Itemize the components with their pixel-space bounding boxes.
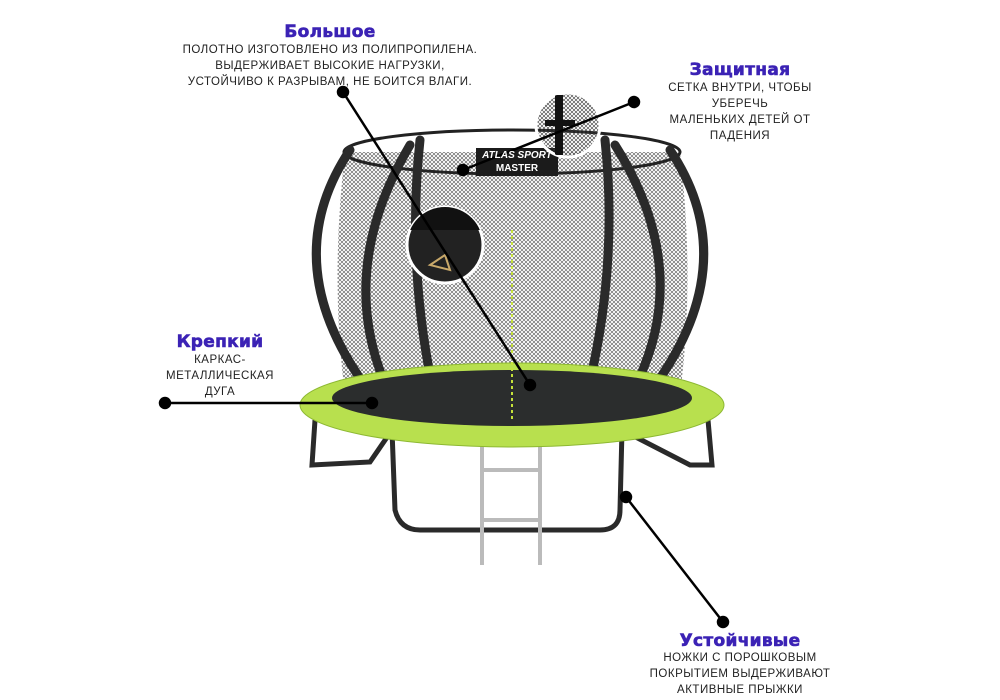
callout-title: Крепкий xyxy=(176,332,264,353)
callout-line: МЕТАЛЛИЧЕСКАЯ xyxy=(166,370,274,382)
brand-model: MASTER xyxy=(495,163,539,174)
callout-line: ПОКРЫТИЕМ ВЫДЕРЖИВАЮТ xyxy=(649,668,831,680)
callout-net: Защитная СЕТКА ВНУТРИ, ЧТОБЫ УБЕРЕЧЬ МАЛ… xyxy=(640,60,840,144)
callout-title: Устойчивые xyxy=(679,631,801,651)
callout-line: МАЛЕНЬКИХ ДЕТЕЙ ОТ ПАДЕНИЯ xyxy=(669,114,811,142)
callout-line: КАРКАС- xyxy=(194,354,246,366)
callout-line: ПОЛОТНО ИЗГОТОВЛЕНО ИЗ ПОЛИПРОПИЛЕНА. xyxy=(182,44,478,56)
callout-title: Защитная xyxy=(689,60,791,81)
callout-line: ВЫДЕРЖИВАЕТ ВЫСОКИЕ НАГРУЗКИ, xyxy=(215,60,445,72)
callout-frame: Крепкий КАРКАС- МЕТАЛЛИЧЕСКАЯ ДУГА xyxy=(160,332,280,400)
ladder xyxy=(480,440,542,565)
callout-line: НОЖКИ С ПОРОШКОВЫМ xyxy=(663,652,817,664)
callout-line: ДУГА xyxy=(204,386,236,398)
brand-name: ATLAS SPORT xyxy=(482,150,552,161)
callout-line: СЕТКА ВНУТРИ, ЧТОБЫ УБЕРЕЧЬ xyxy=(668,82,812,110)
brand-sign xyxy=(476,148,558,176)
brand-sign-text: ATLAS SPORT MASTER xyxy=(476,149,558,175)
callout-legs: Устойчивые НОЖКИ С ПОРОШКОВЫМ ПОКРЫТИЕМ … xyxy=(640,632,840,698)
callout-mat: Большое ПОЛОТНО ИЗГОТОВЛЕНО ИЗ ПОЛИПРОПИ… xyxy=(180,22,480,90)
callout-line: УСТОЙЧИВО К РАЗРЫВАМ, НЕ БОИТСЯ ВЛАГИ. xyxy=(187,76,473,88)
legs xyxy=(309,419,715,533)
callout-title: Большое xyxy=(284,22,376,43)
callout-line: АКТИВНЫЕ ПРЫЖКИ xyxy=(677,684,803,696)
